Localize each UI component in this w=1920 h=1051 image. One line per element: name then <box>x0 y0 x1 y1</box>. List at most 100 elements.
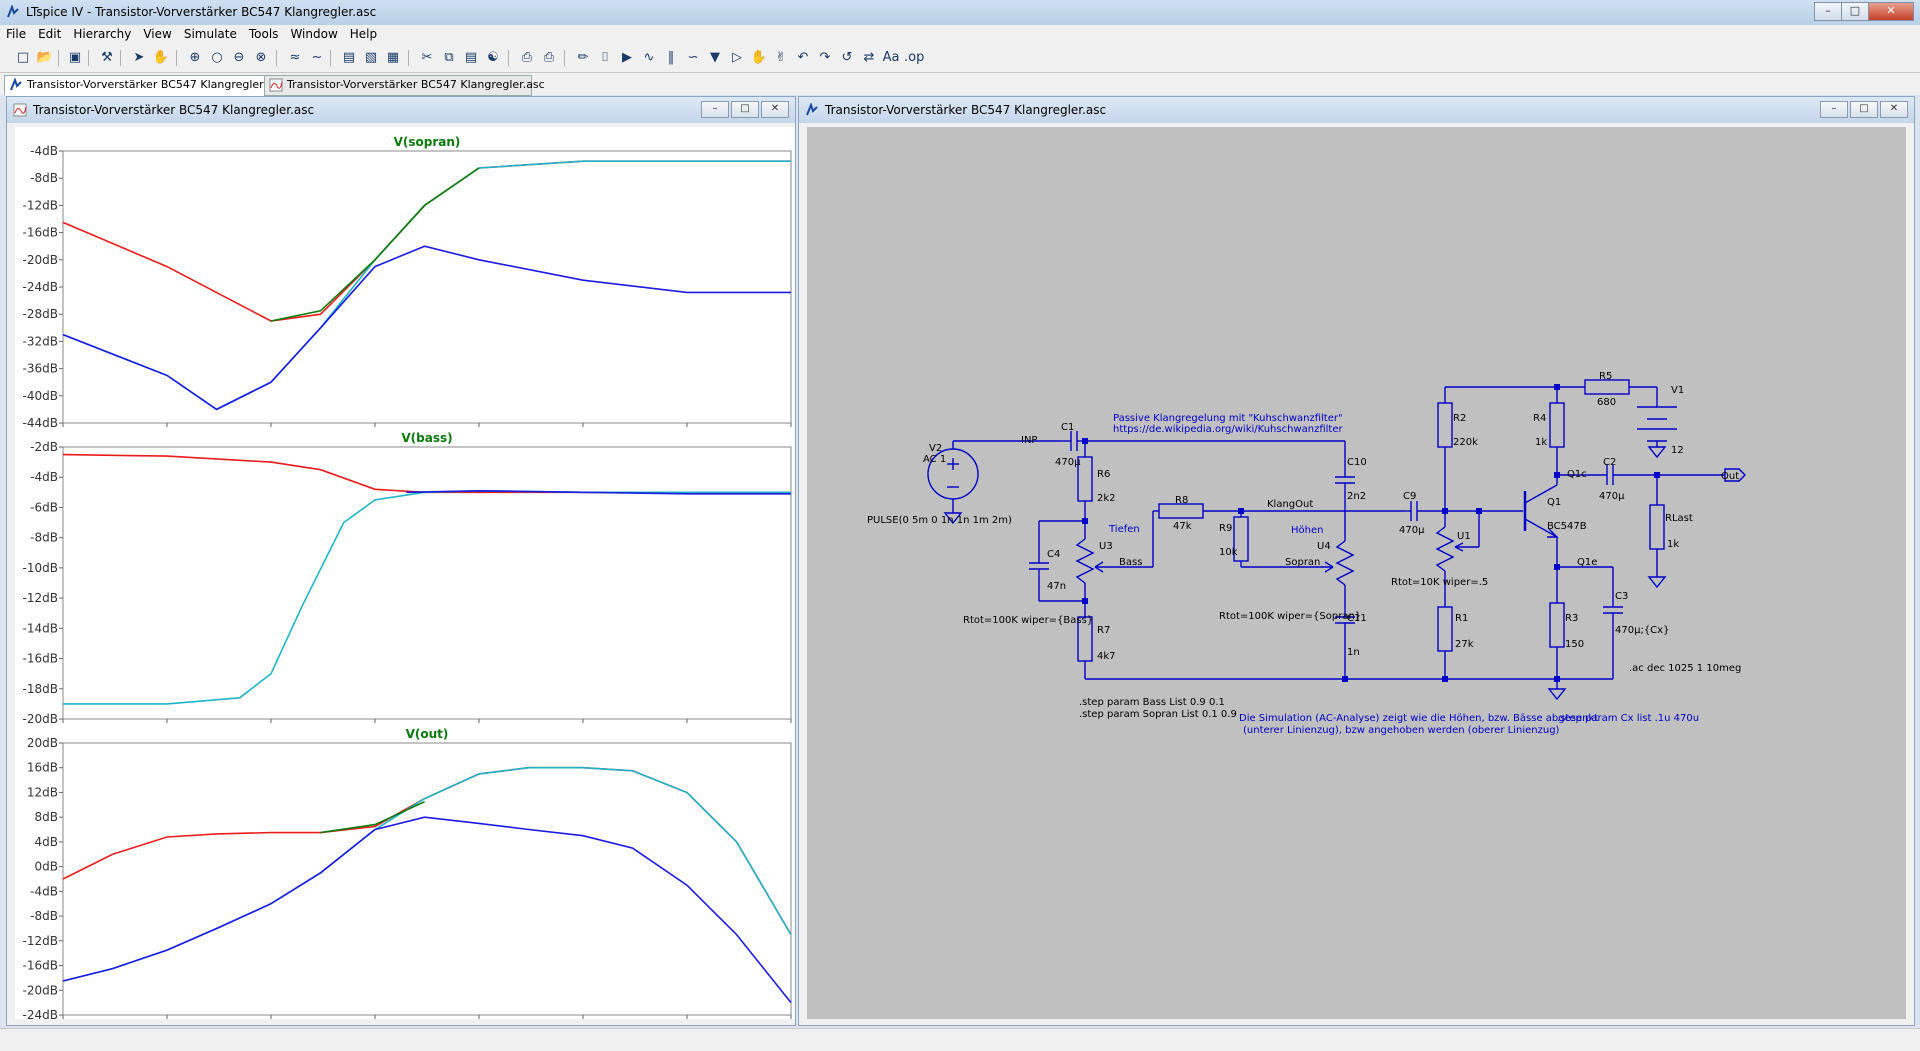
ground-icon[interactable]: ⌷ <box>601 50 609 65</box>
schematic-window-title: Transistor-Vorverstärker BC547 Klangregl… <box>825 103 1107 117</box>
waveform-window: Transistor-Vorverstärker BC547 Klangregl… <box>6 96 811 1034</box>
label-c11-value: 1n <box>1347 647 1360 658</box>
label-ac1: AC 1 <box>923 454 946 465</box>
menu-view[interactable]: View <box>143 27 172 41</box>
y-tick-label: 4dB <box>35 835 58 849</box>
trace-blue-0 <box>62 245 791 411</box>
tab-waveform-label: Transistor-Vorverstärker BC547 Klangregl… <box>287 78 545 91</box>
label-u3: U3 <box>1099 541 1113 552</box>
y-tick-label: -12dB <box>23 591 58 605</box>
label-r6: R6 <box>1097 469 1110 480</box>
label-r2-value: 220k <box>1453 437 1478 448</box>
waveform-maximize-button[interactable]: □ <box>731 101 759 118</box>
find-icon[interactable]: ☯ <box>487 50 499 65</box>
document-tabs: Transistor-Vorverstärker BC547 Klangregl… <box>0 73 1920 96</box>
label-r5: R5 <box>1599 371 1612 382</box>
y-tick-label: -4dB <box>30 884 58 898</box>
label-q1e: Q1e <box>1577 557 1597 568</box>
schematic-window: Transistor-Vorverstärker BC547 Klangregl… <box>798 96 1915 1026</box>
toolbar: □ 📂 ▣ ⚒ ➤ ✋ ⊕ ○ ⊖ ⊗ ≈ ∼ ▤ ▧ ▦ ✂ ⧉ ▤ ☯ ⎙ … <box>0 44 1920 73</box>
label-note-1: Passive Klangregelung mit "Kuhschwanzfil… <box>1113 413 1343 424</box>
redo-icon[interactable]: ↷ <box>819 50 831 65</box>
paste-icon[interactable]: ▤ <box>464 50 478 65</box>
resistor-icon[interactable]: ∿ <box>643 50 655 65</box>
y-tick-label: -12dB <box>23 934 58 948</box>
drag-icon[interactable]: ✌ <box>775 50 787 65</box>
y-tick-label: -8dB <box>30 171 58 185</box>
waveform-minimize-button[interactable]: – <box>701 101 729 118</box>
control-panel-icon[interactable]: ⚒ <box>101 50 113 65</box>
cascade-icon[interactable]: ▧ <box>364 50 378 65</box>
label-c9: C9 <box>1403 491 1416 502</box>
delete-traces-icon[interactable]: ∼ <box>311 50 323 65</box>
menu-file[interactable]: File <box>6 27 27 41</box>
label-hoehen: Höhen <box>1291 525 1323 536</box>
move-icon[interactable]: ✋ <box>750 50 768 65</box>
schematic-minimize-button[interactable]: – <box>1820 101 1848 118</box>
new-schematic-icon[interactable]: □ <box>16 50 30 65</box>
schematic-canvas[interactable]: V2 AC 1 PULSE(0 5m 0 1n 1n 1m 2m) INP C1… <box>807 127 1906 1019</box>
label-c10: C10 <box>1347 457 1367 468</box>
tile-horizontal-icon[interactable]: ▤ <box>342 50 356 65</box>
maximize-button[interactable]: □ <box>1841 2 1869 21</box>
tab-schematic[interactable]: Transistor-Vorverstärker BC547 Klangregl… <box>4 75 285 96</box>
label-r7: R7 <box>1097 625 1110 636</box>
schematic-drawing: V2 AC 1 PULSE(0 5m 0 1n 1n 1m 2m) INP C1… <box>867 371 1746 736</box>
cut-icon[interactable]: ✂ <box>421 50 433 65</box>
wire-icon[interactable]: ✏ <box>577 50 589 65</box>
label-net-icon[interactable]: ▶ <box>622 50 632 65</box>
spice-directive-icon[interactable]: .op <box>904 50 925 65</box>
pan-icon[interactable]: ○ <box>211 50 223 65</box>
zoom-in-icon[interactable]: ⊕ <box>189 50 201 65</box>
label-step-sopran: .step param Sopran List 0.1 0.9 <box>1079 709 1237 720</box>
schematic-labels: V2 AC 1 PULSE(0 5m 0 1n 1n 1m 2m) INP C1… <box>867 371 1741 736</box>
undo-icon[interactable]: ↶ <box>797 50 809 65</box>
menu-edit[interactable]: Edit <box>38 27 62 41</box>
plot-title-1: V(bass) <box>401 431 452 445</box>
copy-icon[interactable]: ⧉ <box>444 50 454 65</box>
label-klangout: KlangOut <box>1267 499 1313 510</box>
minimize-button[interactable]: – <box>1814 2 1842 21</box>
tile-vertical-icon[interactable]: ▦ <box>386 50 400 65</box>
menu-hierarchy[interactable]: Hierarchy <box>73 27 132 41</box>
zoom-fit-icon[interactable]: ⊗ <box>255 50 267 65</box>
print-preview-icon[interactable]: ⎙ <box>543 50 555 65</box>
label-step-cx: .step param Cx list .1u 470u <box>1557 713 1699 724</box>
zoom-out-icon[interactable]: ⊖ <box>233 50 245 65</box>
text-icon[interactable]: Aa <box>882 50 900 65</box>
save-icon[interactable]: ▣ <box>68 50 82 65</box>
menu-tools[interactable]: Tools <box>248 27 279 41</box>
halt-icon[interactable]: ✋ <box>152 50 170 65</box>
y-tick-label: -36dB <box>23 362 58 376</box>
menu-simulate[interactable]: Simulate <box>183 27 237 41</box>
menu-window[interactable]: Window <box>290 27 338 41</box>
schematic-close-button[interactable]: ✕ <box>1880 101 1908 118</box>
label-r9-value: 10k <box>1219 547 1238 558</box>
autorange-icon[interactable]: ≈ <box>289 50 301 65</box>
print-icon[interactable]: ⎙ <box>521 50 533 65</box>
label-c3-value: 470µ;{Cx} <box>1615 625 1669 636</box>
run-icon[interactable]: ➤ <box>133 50 145 65</box>
label-r1: R1 <box>1455 613 1468 624</box>
waveform-plot-area[interactable]: V(sopran)-4dB-8dB-12dB-16dB-20dB-24dB-28… <box>15 127 811 1034</box>
schematic-maximize-button[interactable]: □ <box>1850 101 1878 118</box>
label-rlast-value: 1k <box>1667 539 1679 550</box>
inductor-icon[interactable]: ∽ <box>687 50 699 65</box>
label-r3: R3 <box>1565 613 1578 624</box>
label-r8-value: 47k <box>1173 521 1192 532</box>
y-tick-label: -28dB <box>23 307 58 321</box>
plot-pane-2 <box>62 742 792 1016</box>
rotate-icon[interactable]: ↺ <box>841 50 853 65</box>
diode-icon[interactable]: ▼ <box>710 50 720 65</box>
tab-waveform[interactable]: Transistor-Vorverstärker BC547 Klangregl… <box>264 75 545 96</box>
y-tick-label: -16dB <box>23 652 58 666</box>
component-icon[interactable]: ▷ <box>732 50 742 65</box>
menu-help[interactable]: Help <box>349 27 378 41</box>
open-icon[interactable]: 📂 <box>36 50 54 65</box>
waveform-close-button[interactable]: ✕ <box>761 101 789 118</box>
capacitor-icon[interactable]: ‖ <box>667 50 675 65</box>
mirror-icon[interactable]: ⇄ <box>863 50 875 65</box>
waveform-window-titlebar: Transistor-Vorverstärker BC547 Klangregl… <box>7 97 795 123</box>
label-inp: INP <box>1021 435 1037 446</box>
close-button[interactable]: ✕ <box>1868 2 1914 21</box>
